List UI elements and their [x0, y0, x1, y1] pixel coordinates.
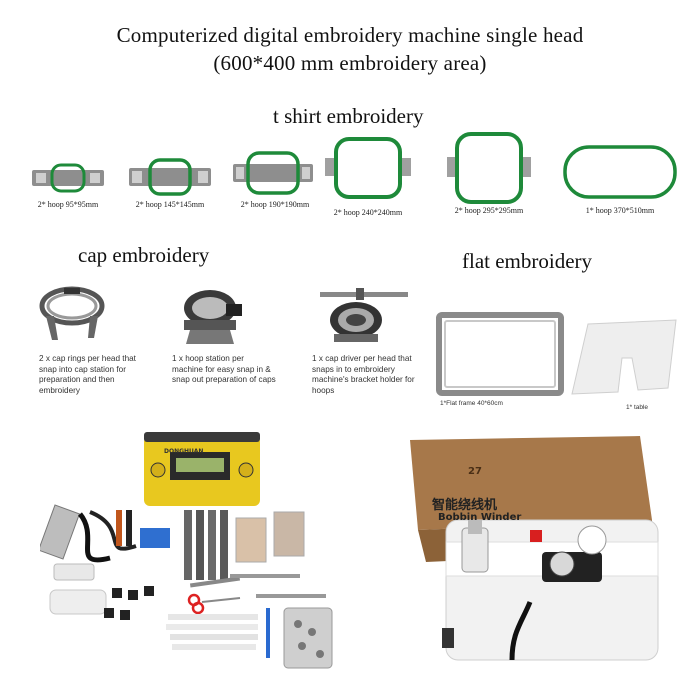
hoop-icon [232, 150, 314, 196]
cap-ring-icon [36, 282, 108, 346]
hoop-station-description: 1 x hoop station per machine for easy sn… [172, 354, 276, 384]
cap-section-title: cap embroidery [78, 243, 210, 267]
cap-driver-description: 1 x cap driver per head that snaps in to… [312, 354, 415, 395]
bobbin-winder-icon [402, 432, 672, 676]
table-label: 1* table [626, 404, 649, 411]
hoop-icon [128, 158, 212, 196]
hoop-label: 1* hoop 370*510mm [585, 206, 655, 215]
hoop-label: 2* hoop 295*295mm [454, 206, 524, 215]
page-title: Computerized digital embroidery machine … [116, 23, 584, 47]
hoop-station-icon [176, 286, 246, 346]
flat-section-title: flat embroidery [462, 249, 593, 273]
hoop-label: 2* hoop 240*240mm [333, 208, 403, 217]
hoop-icon [324, 136, 412, 200]
winder-box-chinese: 智能绕线机 [432, 498, 498, 513]
tshirt-section-title: t shirt embroidery [273, 104, 424, 128]
cap-ring-description: 2 x cap rings per head that snap into ca… [39, 354, 136, 395]
hoop-icon [562, 144, 678, 200]
hoop-label: 2* hoop 145*145mm [135, 200, 205, 209]
hoop-icon [30, 162, 106, 194]
winder-box-english: Bobbin Winder [438, 512, 522, 523]
cap-driver-icon [316, 286, 412, 346]
hoop-icon [446, 131, 532, 205]
table-icon [568, 318, 684, 398]
hoop-label: 2* hoop 95*95mm [37, 200, 99, 209]
winder-box-marking: 27 [468, 466, 482, 477]
flat-frame-label: 1*Flat frame 40*60cm [440, 400, 503, 407]
flat-frame-icon [436, 312, 564, 396]
toolbox-icon [40, 428, 340, 676]
hoop-label: 2* hoop 190*190mm [240, 200, 310, 209]
toolbox-brand: DONGHUAN [164, 448, 204, 455]
page-subtitle: (600*400 mm embroidery area) [213, 51, 487, 75]
